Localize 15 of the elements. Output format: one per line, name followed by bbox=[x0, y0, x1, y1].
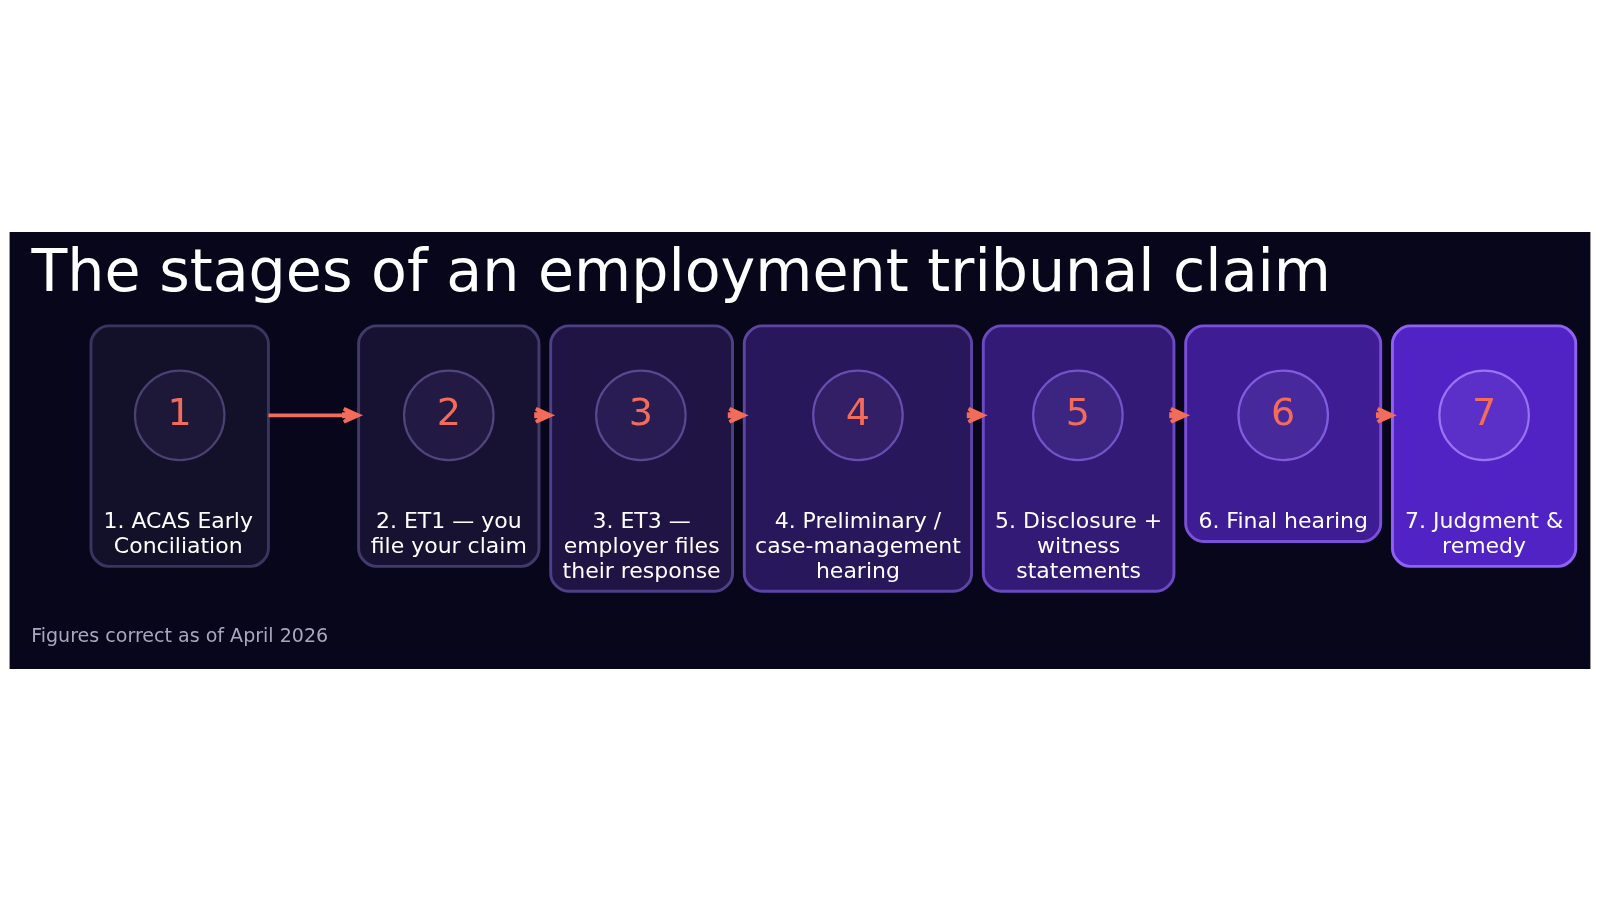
node-circle: 2 bbox=[402, 368, 495, 461]
arrow bbox=[1375, 406, 1395, 424]
node-circle: 1 bbox=[133, 368, 226, 461]
label: Figures correct as of April 2026 bbox=[31, 623, 329, 646]
diagram-title: The stages of an employment tribunal claim bbox=[31, 236, 1332, 305]
arrow bbox=[268, 406, 361, 424]
node-circle: 5 bbox=[1032, 368, 1124, 461]
node-circle: 7 bbox=[1438, 368, 1530, 461]
arrow bbox=[727, 406, 747, 424]
arrow bbox=[534, 406, 553, 424]
arrow bbox=[966, 406, 986, 424]
arrow bbox=[1169, 406, 1188, 424]
node-circle: 3 bbox=[595, 368, 687, 461]
node-circle: 6 bbox=[1237, 368, 1329, 461]
node-circle: 4 bbox=[812, 368, 904, 461]
